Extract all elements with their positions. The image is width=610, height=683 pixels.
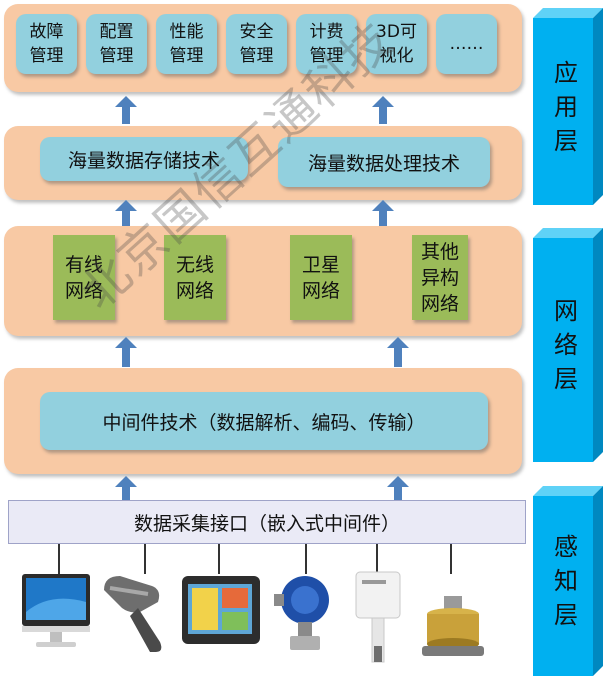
middleware-box[interactable]: 中间件技术（数据解析、编码、传输） <box>40 392 488 450</box>
module-billing-management[interactable]: 计费管理 <box>296 14 357 74</box>
humidity-sensor-icon <box>355 571 401 663</box>
network-other-heterogeneous[interactable]: 其他异构网络 <box>412 235 468 320</box>
interface-label: 数据采集接口（嵌入式中间件） <box>133 512 400 535</box>
barcode-scanner-icon <box>104 576 162 652</box>
connector-line <box>218 544 220 574</box>
arrow-up-icon <box>387 337 409 367</box>
connector-line <box>144 544 146 574</box>
load-cell-icon <box>422 596 484 656</box>
tablet-terminal-icon <box>182 576 260 644</box>
arrow-up-icon <box>115 96 137 124</box>
module-fault-management[interactable]: 故障管理 <box>16 14 77 74</box>
network-layer-pillar: 网络层 <box>533 228 603 462</box>
storage-tech-box[interactable]: 海量数据存储技术 <box>40 137 248 181</box>
connector-line <box>305 544 307 574</box>
arrow-up-icon <box>387 476 409 500</box>
perception-layer-pillar: 感知层 <box>533 486 603 676</box>
module-3d-visualization[interactable]: 3D可视化 <box>366 14 427 74</box>
connector-line <box>376 544 378 574</box>
arrow-up-icon <box>372 200 394 226</box>
connector-line <box>450 544 452 574</box>
module-more[interactable]: …… <box>436 14 497 74</box>
module-performance-management[interactable]: 性能管理 <box>156 14 217 74</box>
arrow-up-icon <box>115 200 137 226</box>
module-configuration-management[interactable]: 配置管理 <box>86 14 147 74</box>
processing-tech-box[interactable]: 海量数据处理技术 <box>278 137 490 187</box>
connector-line <box>58 544 60 574</box>
arrow-up-icon <box>115 337 137 367</box>
application-layer-pillar: 应用层 <box>533 8 603 205</box>
arrow-up-icon <box>115 476 137 500</box>
storage-tech-label: 海量数据存储技术 <box>67 149 220 172</box>
network-satellite[interactable]: 卫星网络 <box>290 235 352 320</box>
module-security-management[interactable]: 安全管理 <box>226 14 287 74</box>
data-acquisition-interface[interactable]: 数据采集接口（嵌入式中间件） <box>8 500 526 544</box>
middleware-label: 中间件技术（数据解析、编码、传输） <box>102 411 426 434</box>
pressure-transmitter-icon <box>274 576 329 650</box>
processing-tech-label: 海量数据处理技术 <box>307 152 460 175</box>
computer-monitor-icon <box>22 574 90 647</box>
arrow-up-icon <box>372 96 394 124</box>
network-wireless[interactable]: 无线网络 <box>164 235 226 320</box>
network-wired[interactable]: 有线网络 <box>53 235 115 320</box>
